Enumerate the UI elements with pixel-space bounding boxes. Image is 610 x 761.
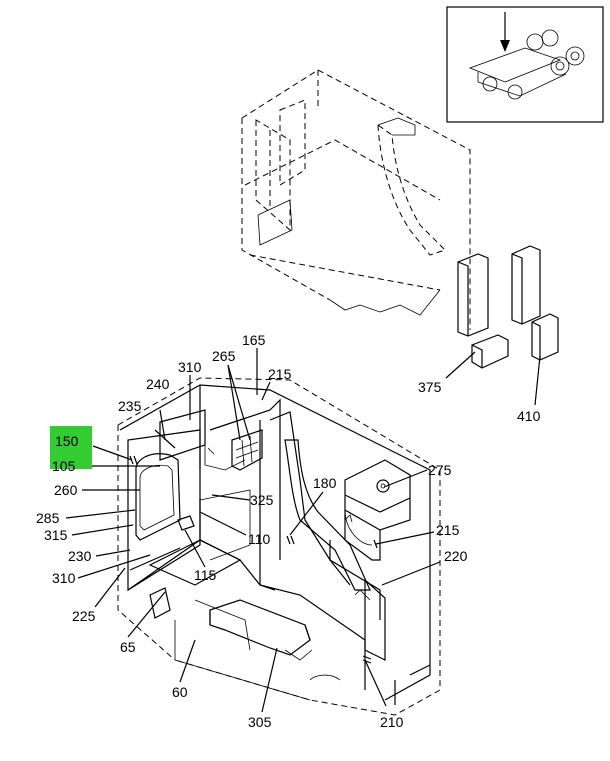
callout-215-top[interactable]: 215 — [268, 366, 292, 382]
callout-210[interactable]: 210 — [380, 714, 404, 730]
callout-275[interactable]: 275 — [428, 462, 452, 478]
callout-150[interactable]: 150 — [55, 433, 79, 449]
callout-325[interactable]: 325 — [250, 492, 274, 508]
callout-65[interactable]: 65 — [120, 639, 136, 655]
callout-215-right[interactable]: 215 — [436, 522, 460, 538]
callout-310-low[interactable]: 310 — [52, 570, 76, 586]
callout-225[interactable]: 225 — [72, 608, 96, 624]
upper-cab-phantom — [241, 69, 471, 330]
callout-180[interactable]: 180 — [313, 475, 337, 491]
callout-235[interactable]: 235 — [118, 398, 142, 414]
callout-410[interactable]: 410 — [517, 408, 541, 424]
callout-375[interactable]: 375 — [418, 379, 442, 395]
callout-110[interactable]: 110 — [248, 531, 271, 547]
callout-305[interactable]: 305 — [248, 714, 272, 730]
callout-60[interactable]: 60 — [172, 684, 188, 700]
callout-315[interactable]: 315 — [44, 527, 68, 543]
callout-115[interactable]: 115 — [194, 567, 217, 583]
callout-labels: 150 105 235 240 310 265 165 215 260 285 … — [36, 332, 541, 730]
callout-240[interactable]: 240 — [146, 376, 170, 392]
callout-265[interactable]: 265 — [212, 348, 236, 364]
callout-260[interactable]: 260 — [54, 482, 78, 498]
leader-lines — [65, 348, 541, 713]
highlight-150 — [50, 426, 92, 469]
main-cab-interior — [117, 377, 441, 716]
fastener-marks — [129, 455, 378, 664]
callout-310-top[interactable]: 310 — [178, 359, 202, 375]
callout-230[interactable]: 230 — [68, 548, 92, 564]
locator-inset — [446, 6, 604, 123]
callout-220[interactable]: 220 — [444, 548, 468, 564]
callout-105[interactable]: 105 — [52, 458, 76, 474]
callout-165[interactable]: 165 — [242, 332, 266, 348]
callout-285[interactable]: 285 — [36, 510, 60, 526]
insulation-panels — [457, 245, 559, 369]
